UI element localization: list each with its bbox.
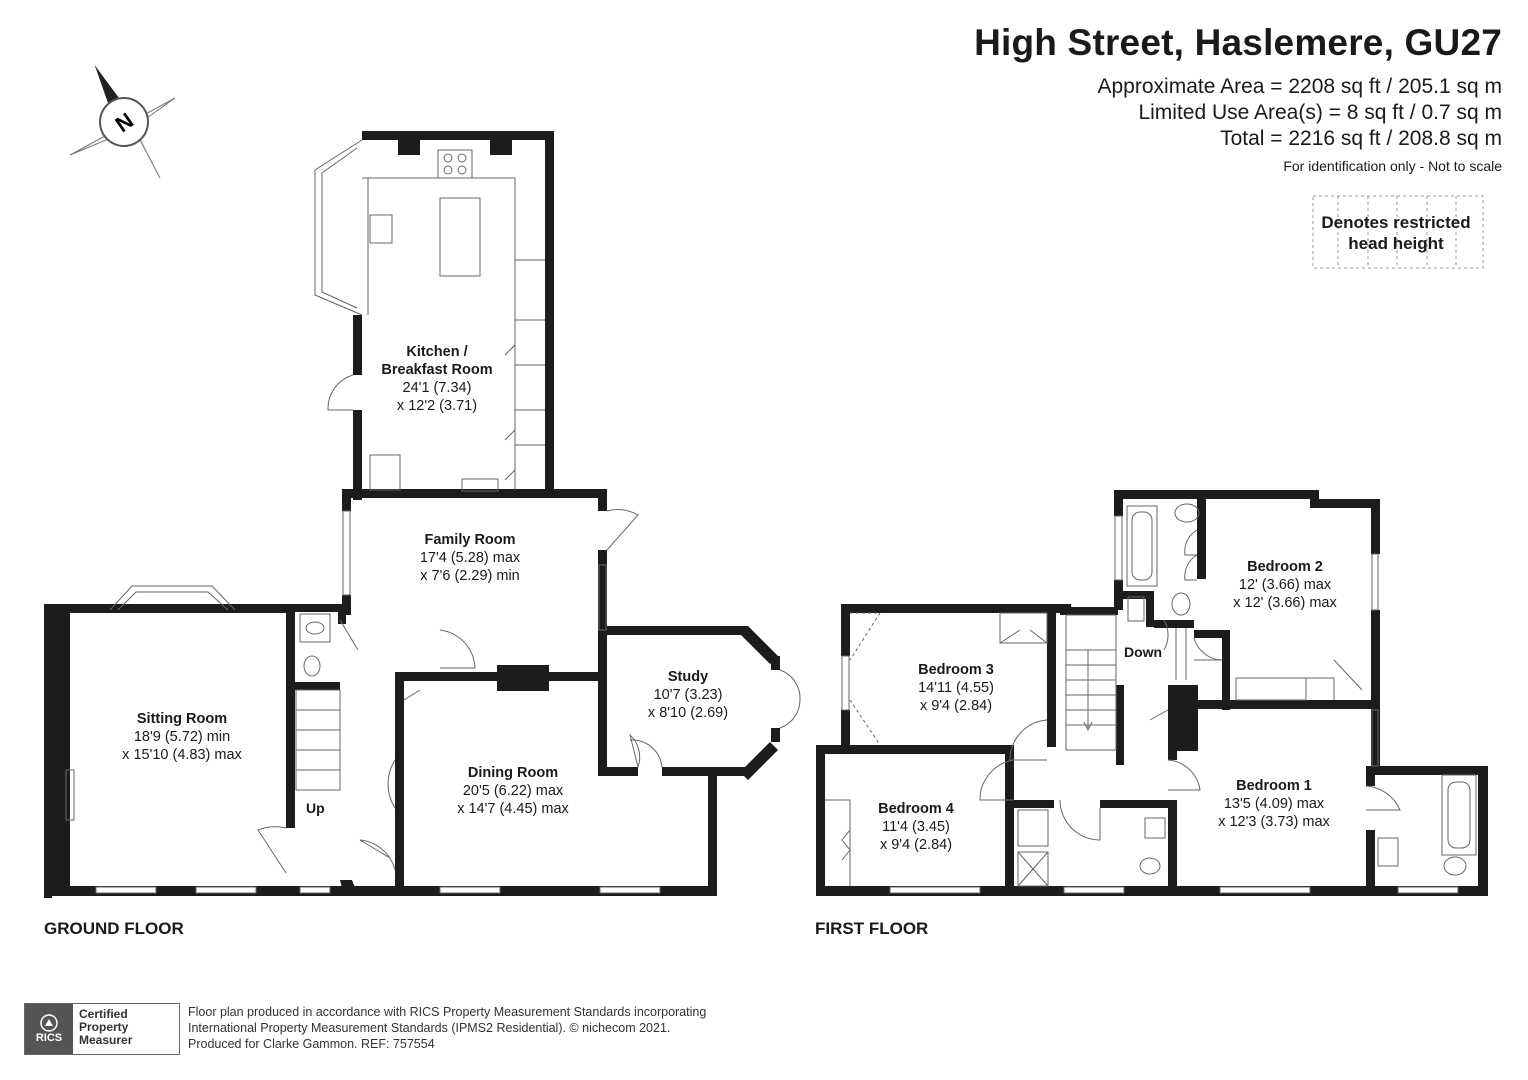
legend-line-2: head height <box>1348 234 1444 253</box>
footer-line-1: Floor plan produced in accordance with R… <box>188 1005 707 1019</box>
room-study-dim-2: x 8'10 (2.69) <box>647 705 729 721</box>
room-study: Study 10'7 (3.23) x 8'10 (2.69) <box>648 668 728 722</box>
first-floor-label: FIRST FLOOR <box>815 919 929 938</box>
rics-logo: RICS <box>25 1004 73 1054</box>
ground-floor-label: GROUND FLOOR <box>44 919 184 938</box>
restricted-height-legend: Denotes restricted head height <box>1313 196 1483 268</box>
stairs-up-label: Up <box>306 800 325 816</box>
room-family-dim-1: 17'4 (5.28) max <box>419 550 521 566</box>
room-sitting-dim-1: 18'9 (5.72) min <box>133 729 231 745</box>
approximate-area: Approximate Area = 2208 sq ft / 205.1 sq… <box>1097 75 1503 98</box>
rics-crest-icon <box>40 1014 58 1032</box>
legend-line-1: Denotes restricted <box>1321 213 1471 232</box>
room-bedroom-4-name: Bedroom 4 <box>878 801 954 817</box>
stairs-down-label: Down <box>1124 644 1163 660</box>
first-floor-walls <box>816 490 1488 896</box>
room-bedroom-3-name: Bedroom 3 <box>918 662 994 678</box>
room-bedroom-1-dim-2: x 12'3 (3.73) max <box>1218 814 1330 830</box>
limited-use-area: Limited Use Area(s) = 8 sq ft / 0.7 sq m <box>1138 101 1502 124</box>
room-bedroom-1-dim-1: 13'5 (4.09) max <box>1223 796 1325 812</box>
room-bedroom-2-name: Bedroom 2 <box>1247 559 1323 575</box>
property-title: High Street, Haslemere, GU27 <box>974 22 1502 63</box>
room-bedroom-4: Bedroom 4 11'4 (3.45) x 9'4 (2.84) <box>878 800 954 854</box>
room-dining: Dining Room 20'5 (6.22) max x 14'7 (4.45… <box>457 764 569 818</box>
room-bedroom-4-dim-2: x 9'4 (2.84) <box>879 837 953 853</box>
room-family-name: Family Room <box>424 532 516 548</box>
room-sitting: Sitting Room 18'9 (5.72) min x 15'10 (4.… <box>122 710 242 764</box>
room-dining-name: Dining Room <box>467 765 559 781</box>
rics-org-label: RICS <box>35 1032 63 1044</box>
footer-note: Floor plan produced in accordance with R… <box>188 1004 706 1052</box>
room-dining-dim-2: x 14'7 (4.45) max <box>457 801 569 817</box>
room-study-dim-1: 10'7 (3.23) <box>653 687 723 703</box>
badge-line-1: Certified <box>79 1007 128 1021</box>
room-family: Family Room 17'4 (5.28) max x 7'6 (2.29)… <box>420 531 520 585</box>
identification-note: For identification only - Not to scale <box>1283 158 1502 174</box>
footer-line-3: Produced for Clarke Gammon. REF: 757554 <box>188 1037 435 1051</box>
badge-line-2: Property <box>79 1020 129 1034</box>
restricted-height-legend-box <box>1312 195 1484 269</box>
room-sitting-name: Sitting Room <box>136 711 228 727</box>
footer-line-2: International Property Measurement Stand… <box>188 1021 671 1035</box>
room-bedroom-2-dim-2: x 12' (3.66) max <box>1233 595 1337 611</box>
total-area: Total = 2216 sq ft / 208.8 sq m <box>1220 127 1502 150</box>
room-bedroom-1-name: Bedroom 1 <box>1236 778 1312 794</box>
compass-icon: N <box>69 65 176 179</box>
badge-line-3: Measurer <box>79 1033 133 1047</box>
room-kitchen: Kitchen / Breakfast Room 24'1 (7.34) x 1… <box>381 343 492 415</box>
room-sitting-dim-2: x 15'10 (4.83) max <box>122 747 242 763</box>
room-kitchen-dim-2: x 12'2 (3.71) <box>396 398 478 414</box>
room-dining-dim-1: 20'5 (6.22) max <box>462 783 564 799</box>
rics-certified-badge: RICS Certified Property Measurer <box>24 1003 180 1055</box>
ground-floor-fixtures <box>65 139 801 894</box>
room-family-dim-2: x 7'6 (2.29) min <box>420 568 520 584</box>
room-kitchen-name-1: Kitchen / <box>406 344 468 360</box>
room-kitchen-name-2: Breakfast Room <box>381 362 493 378</box>
room-bedroom-1: Bedroom 1 13'5 (4.09) max x 12'3 (3.73) … <box>1218 777 1330 831</box>
room-bedroom-4-dim-1: 11'4 (3.45) <box>882 819 950 835</box>
room-bedroom-3-dim-2: x 9'4 (2.84) <box>919 698 993 714</box>
room-bedroom-2: Bedroom 2 12' (3.66) max x 12' (3.66) ma… <box>1233 558 1337 612</box>
room-bedroom-2-dim-1: 12' (3.66) max <box>1238 577 1332 593</box>
room-bedroom-3: Bedroom 3 14'11 (4.55) x 9'4 (2.84) <box>918 661 994 715</box>
room-kitchen-dim-1: 24'1 (7.34) <box>402 380 472 396</box>
ground-floor-walls <box>44 131 780 898</box>
room-bedroom-3-dim-1: 14'11 (4.55) <box>918 680 994 696</box>
first-floor-fixtures <box>825 503 1477 894</box>
room-study-name: Study <box>667 669 709 685</box>
